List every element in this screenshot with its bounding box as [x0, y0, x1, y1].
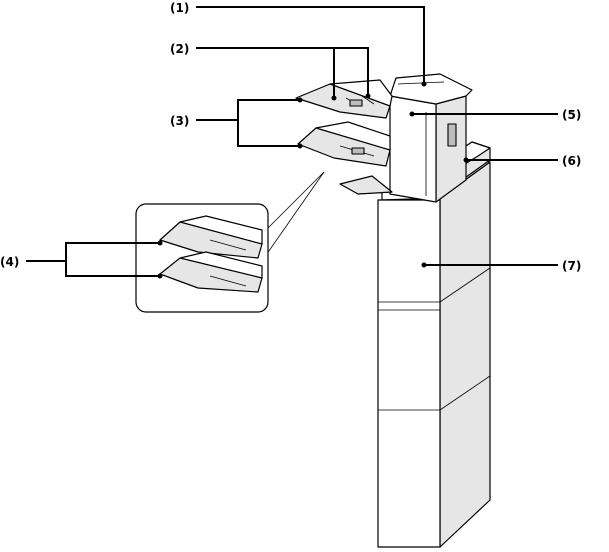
leader-4-dot-a — [157, 240, 163, 246]
callout-4: (4) — [0, 255, 19, 269]
leader-3-dot-b — [297, 143, 303, 149]
saddle-tray-plate — [339, 175, 393, 195]
leader-2-dot-a — [365, 93, 371, 99]
zoom-line-2 — [263, 171, 325, 259]
inset-detail — [135, 203, 269, 313]
leader-1 — [196, 6, 425, 84]
finisher-top-seam — [397, 81, 445, 85]
lower-tray-assembly — [297, 121, 391, 167]
lower-tray-stopper — [351, 147, 365, 155]
leader-3-dot-a — [297, 97, 303, 103]
zoom-line-1 — [263, 171, 325, 233]
leader-5-dot — [409, 111, 415, 117]
callout-2: (2) — [170, 42, 189, 56]
inset-upper-guide — [209, 239, 247, 251]
cabinet-unit — [377, 159, 491, 548]
upper-tray-assembly — [295, 79, 393, 119]
upper-tray-guide-2 — [361, 95, 375, 105]
finisher-handle — [447, 123, 457, 147]
leader-2-dot-b — [331, 95, 337, 101]
callout-6: (6) — [562, 154, 581, 168]
cabinet-side-seam-1 — [439, 267, 491, 303]
leader-2 — [196, 47, 369, 96]
saddle-tray — [339, 175, 393, 195]
leader-7-dot — [421, 262, 427, 268]
callout-3: (3) — [170, 114, 189, 128]
leader-1-dot — [421, 81, 427, 87]
cabinet-front — [377, 199, 441, 548]
finisher-body — [389, 73, 473, 203]
leader-3-bracket — [237, 99, 300, 147]
upper-tray — [295, 83, 391, 119]
leader-6-dot — [463, 157, 469, 163]
upper-tray-stopper — [349, 99, 363, 107]
cabinet-side-seam-2 — [439, 375, 491, 411]
finisher-top-cover — [389, 73, 473, 105]
callout-1: (1) — [170, 1, 189, 15]
cabinet-side — [439, 161, 491, 548]
inset-lower-guide — [209, 275, 247, 287]
callout-5: (5) — [562, 108, 581, 122]
leader-4-dot-b — [157, 273, 163, 279]
callout-7: (7) — [562, 259, 581, 273]
leader-4-bracket — [65, 242, 160, 277]
